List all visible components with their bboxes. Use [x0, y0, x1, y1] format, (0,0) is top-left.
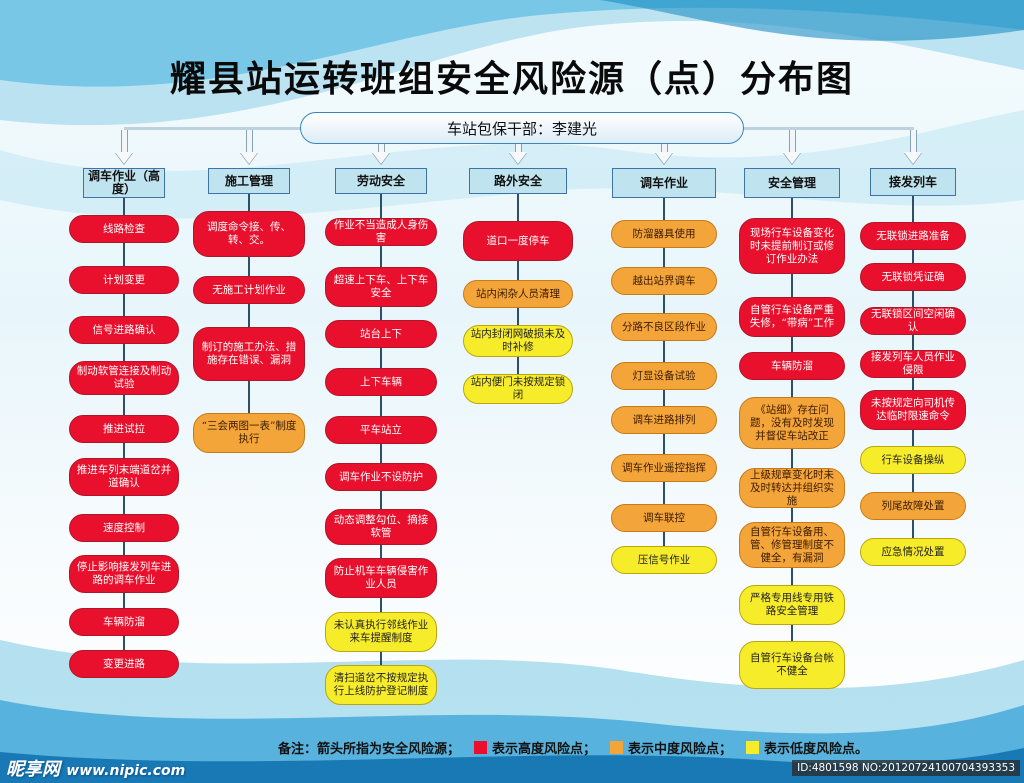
risk-point-low: 严格专用线专用铁路安全管理 — [739, 585, 845, 625]
column-header: 安全管理 — [744, 168, 840, 198]
risk-point-low: 压信号作业 — [611, 546, 717, 574]
risk-point-low: 自管行车设备台帐不健全 — [739, 641, 845, 689]
root-node: 车站包保干部：李建光 — [300, 112, 744, 144]
risk-point-high: 制订的施工办法、措施存在错误、漏洞 — [193, 327, 305, 381]
legend-swatch-high — [474, 741, 488, 754]
risk-point-high: 调车作业不设防护 — [325, 463, 437, 491]
risk-point-medium: 列尾故障处置 — [860, 492, 966, 520]
watermark-id: ID:4801598 NO:20120724100704393353 — [792, 760, 1020, 776]
risk-point-medium: 上级规章变化时未及时转达并组织实施 — [739, 468, 845, 508]
risk-point-high: 无联锁区间空闲确认 — [860, 307, 966, 335]
risk-point-high: 作业不当造成人身伤害 — [325, 218, 437, 246]
legend-high-label: 表示高度风险点； — [492, 742, 597, 757]
risk-point-high: 自管行车设备严重失修，“带病”工作 — [739, 297, 845, 337]
risk-point-low: 行车设备操纵 — [860, 446, 966, 474]
risk-point-high: 接发列车人员作业侵限 — [860, 350, 966, 378]
risk-point-high: 调度命令接、传、转、交。 — [193, 211, 305, 257]
risk-point-high: 防止机车车辆侵害作业人员 — [325, 558, 437, 598]
risk-point-high: 停止影响接发列车进路的调车作业 — [69, 555, 179, 593]
legend: 备注：箭头所指为安全风险源； 表示高度风险点； 表示中度风险点； 表示低度风险点… — [278, 738, 868, 757]
risk-point-high: 未按规定向司机传达临时限速命令 — [860, 390, 966, 430]
legend-medium-label: 表示中度风险点； — [628, 742, 733, 757]
risk-point-medium: 调车进路排列 — [611, 406, 717, 434]
risk-point-high: 平车站立 — [325, 416, 437, 444]
column-header: 路外安全 — [469, 168, 567, 194]
column-header: 接发列车 — [870, 168, 956, 196]
arrow-down-icon — [904, 130, 922, 164]
risk-point-high: 动态调整勾位、摘接软管 — [325, 509, 437, 545]
risk-point-high: 无联锁凭证确 — [860, 263, 966, 291]
watermark-logo: 昵享网 www.nipic.com — [6, 759, 186, 780]
risk-point-low: 站内封闭网破损未及时补修 — [463, 325, 573, 357]
risk-point-medium: “三会两图一表”制度执行 — [193, 413, 305, 453]
risk-point-high: 信号进路确认 — [69, 316, 179, 344]
risk-point-medium: 分路不良区段作业 — [611, 313, 717, 341]
risk-point-high: 车辆防溜 — [69, 608, 179, 636]
risk-point-low: 应急情况处置 — [860, 538, 966, 566]
risk-point-medium: 灯显设备试验 — [611, 362, 717, 390]
risk-point-low: 清扫道岔不按规定执行上线防护登记制度 — [325, 665, 437, 705]
arrow-down-icon — [115, 130, 133, 164]
risk-point-medium: 站内闲杂人员清理 — [463, 280, 573, 308]
risk-point-high: 速度控制 — [69, 514, 179, 542]
risk-point-medium: 《站细》存在问题，没有及时发现并督促车站改正 — [739, 397, 845, 449]
risk-point-medium: 调车作业遥控指挥 — [611, 454, 717, 482]
legend-swatch-medium — [610, 741, 624, 754]
risk-point-high: 站台上下 — [325, 320, 437, 348]
column-connector — [248, 194, 250, 433]
risk-point-high: 推进车列末端道岔并道确认 — [69, 458, 179, 496]
risk-point-high: 超速上下车、上下车安全 — [325, 267, 437, 307]
column-header: 调车作业（高度） — [83, 168, 165, 198]
risk-point-low: 站内便门未按规定锁闭 — [463, 374, 573, 404]
risk-point-high: 计划变更 — [69, 266, 179, 294]
risk-point-high: 道口一度停车 — [463, 221, 573, 261]
risk-point-high: 变更进路 — [69, 650, 179, 678]
risk-point-high: 无施工计划作业 — [193, 276, 305, 304]
risk-point-high: 无联锁进路准备 — [860, 222, 966, 250]
risk-point-medium: 自管行车设备用、管、修管理制度不健全，有漏洞 — [739, 522, 845, 568]
risk-point-high: 推进试拉 — [69, 415, 179, 443]
risk-point-high: 线路检查 — [69, 215, 179, 243]
risk-point-medium: 越出站界调车 — [611, 267, 717, 295]
risk-point-high: 现场行车设备变化时未提前制订或修订作业办法 — [739, 218, 845, 274]
risk-point-high: 车辆防溜 — [739, 352, 845, 380]
risk-point-high: 上下车辆 — [325, 368, 437, 396]
risk-point-low: 未认真执行邻线作业来车提醒制度 — [325, 612, 437, 652]
column-header: 施工管理 — [208, 168, 290, 194]
risk-point-medium: 防溜器具使用 — [611, 220, 717, 248]
risk-point-high: 制动软管连接及制动试验 — [69, 361, 179, 395]
risk-point-medium: 调车联控 — [611, 504, 717, 532]
column-header: 劳动安全 — [335, 168, 427, 194]
column-header: 调车作业 — [612, 168, 716, 198]
legend-note: 备注：箭头所指为安全风险源； — [278, 742, 461, 757]
arrow-down-icon — [783, 130, 801, 164]
arrow-down-icon — [240, 130, 258, 164]
page-title: 耀县站运转班组安全风险源（点）分布图 — [169, 58, 854, 100]
legend-low-label: 表示低度风险点。 — [764, 742, 869, 757]
legend-swatch-low — [746, 741, 760, 754]
